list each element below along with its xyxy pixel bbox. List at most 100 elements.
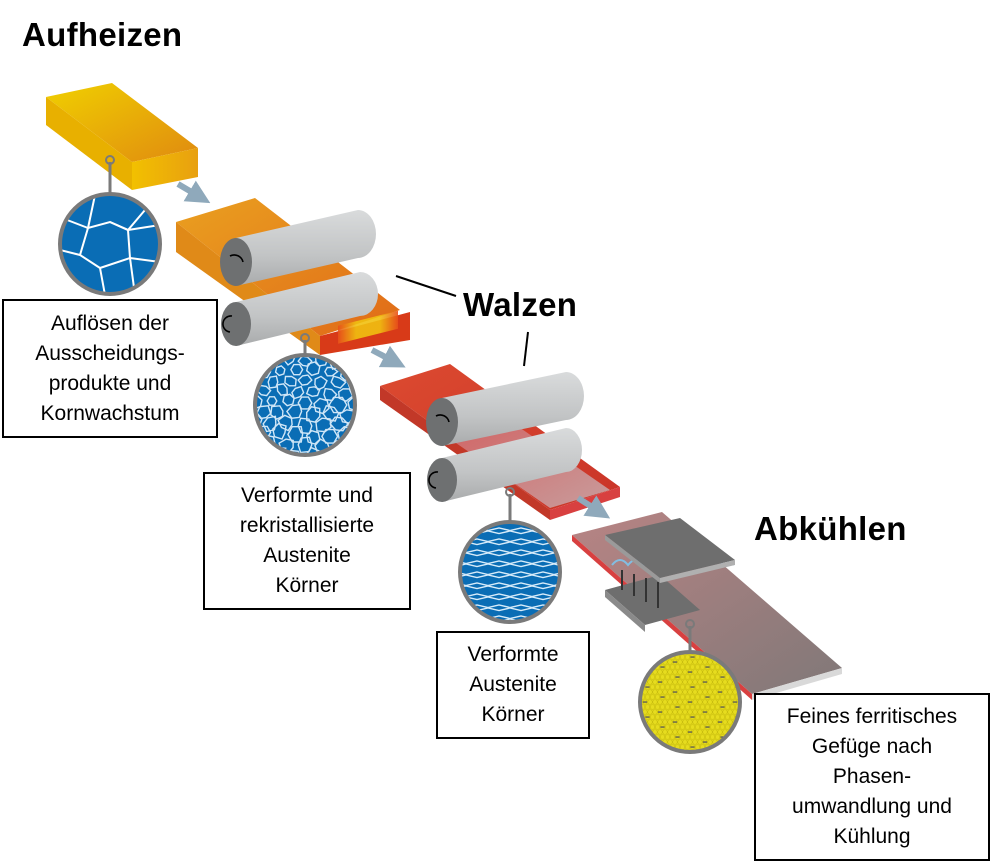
precipitate (705, 726, 710, 728)
ferrite-grain (687, 659, 693, 665)
precipitate (718, 691, 722, 693)
precipitate (645, 716, 650, 718)
ferrite-grain (687, 719, 693, 725)
ferrite-grain (714, 664, 721, 670)
label-line: Feines ferritisches (786, 705, 958, 728)
ferrite-grain (664, 734, 671, 740)
ferrite-grain (657, 729, 663, 735)
ferrite-grain (672, 739, 678, 745)
precipitate (658, 652, 662, 653)
ferrite-grain (679, 684, 686, 690)
ferrite-grain (644, 744, 651, 750)
ferrite-grain (682, 719, 688, 725)
precipitate (673, 691, 677, 693)
ferrite-grain (649, 744, 656, 750)
grain-cell (314, 438, 331, 455)
ferrite-grain (704, 694, 711, 700)
ferrite-grain (734, 744, 740, 750)
ferrite-grain (649, 714, 656, 720)
grain-cell (223, 428, 236, 442)
precipitate (703, 681, 707, 683)
ferrite-grain (727, 749, 733, 752)
ferrite-grain (707, 679, 713, 685)
ferrite-grain (662, 652, 668, 655)
ferrite-grain (669, 684, 676, 690)
ferrite-grain (649, 704, 656, 710)
ferrite-grain (674, 704, 681, 710)
grain-cell (255, 435, 263, 453)
grain-cell (284, 375, 297, 387)
ferrite-grain (704, 714, 711, 720)
ferrite-grain (707, 729, 713, 735)
walzen-pointer-line (395, 275, 457, 297)
cooling-unit (605, 518, 735, 632)
precipitate (690, 746, 695, 748)
ferrite-grain (697, 689, 703, 695)
grain-cell (282, 393, 295, 407)
ferrite-grain (739, 744, 740, 750)
ferrite-grain (717, 719, 723, 725)
ferrite-grain (689, 654, 696, 660)
ferrite-grain (669, 694, 676, 700)
ferrite-grain (702, 689, 708, 695)
ferrite-grain (704, 674, 711, 680)
precipitate (645, 656, 650, 658)
ferrite-grain (664, 704, 671, 710)
ferrite-grain (692, 729, 698, 735)
ferrite-grain (664, 684, 671, 690)
grain-cell (228, 415, 243, 428)
precipitate (720, 736, 725, 738)
ferrite-grain (689, 744, 696, 750)
label-line: Verformte (467, 643, 559, 666)
grain-cell (397, 460, 411, 472)
ferrite-grain (714, 734, 721, 740)
ferrite-grain (642, 699, 648, 705)
ferrite-grain (727, 699, 733, 705)
ferrite-grain (669, 704, 676, 710)
ferrite-grain (657, 669, 663, 675)
grain-cell (276, 383, 289, 396)
grain-cell (297, 396, 313, 410)
ferrite-grain (719, 694, 726, 700)
ferrite-grain (694, 734, 701, 740)
label-line: Ausscheidungs- (35, 341, 185, 365)
ferrite-grain (722, 719, 728, 725)
grain-cell (329, 416, 349, 432)
grain-cell (324, 366, 339, 377)
precipitate (690, 686, 695, 688)
grain-cell (264, 459, 277, 473)
ferrite-grain (717, 669, 723, 675)
ferrite-grain (649, 674, 656, 680)
ferrite-grain (640, 749, 643, 752)
ferrite-grain (707, 719, 713, 725)
finishing-rolls (426, 372, 584, 502)
grain-cell (356, 428, 370, 440)
ferrite-grain (652, 689, 658, 695)
ferrite-grain (679, 714, 686, 720)
ferrite-grain (667, 689, 673, 695)
grain-cell (406, 347, 419, 359)
precipitate (690, 716, 695, 718)
ferrite-grain (654, 684, 661, 690)
ferrite-grain (697, 729, 703, 735)
ferrite-grain (709, 674, 716, 680)
ferrite-grain (652, 679, 658, 685)
grain-cell (337, 388, 354, 403)
grain-cell (228, 387, 238, 399)
ferrite-grain (722, 749, 728, 752)
ferrite-grain (677, 689, 683, 695)
ferrite-grain (692, 689, 698, 695)
ferrite-grain (692, 669, 698, 675)
ferrite-grain (727, 719, 733, 725)
grain-cell (208, 447, 221, 462)
grain-cell (356, 408, 370, 423)
ferrite-grain (719, 714, 726, 720)
grain-cell (227, 345, 237, 357)
ferrite-grain (739, 714, 740, 720)
grain-cell (363, 396, 379, 410)
grain-boundary (460, 549, 560, 554)
ferrite-grain (699, 714, 706, 720)
grain-boundary (460, 585, 560, 590)
ferrite-grain (699, 664, 706, 670)
ferrite-grain (722, 689, 728, 695)
